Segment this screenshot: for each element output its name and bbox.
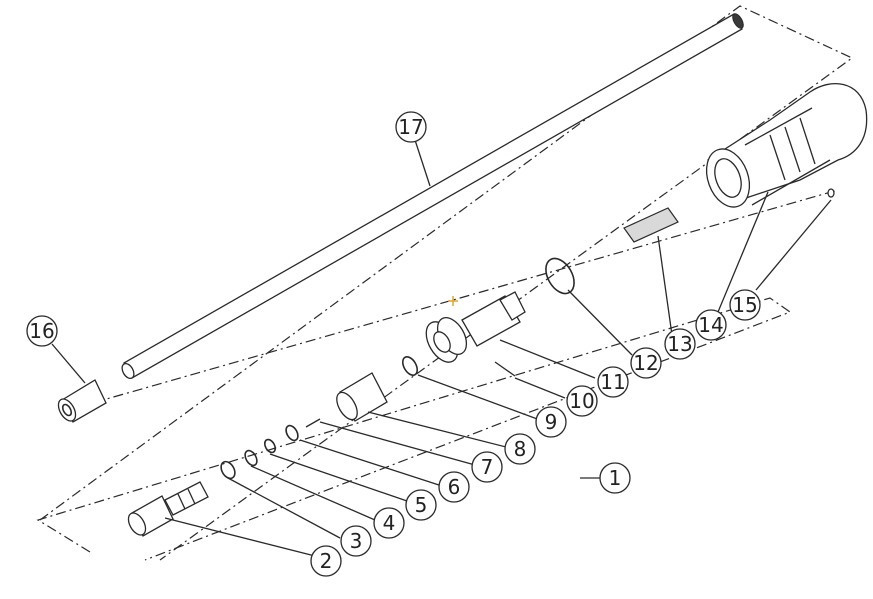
callout-label: 6 xyxy=(448,475,461,499)
plus-marker-icon xyxy=(448,296,458,306)
callout-label: 16 xyxy=(29,319,54,343)
part-12-seal xyxy=(545,257,575,295)
callout-12: 12 xyxy=(630,347,662,379)
callout-label: 3 xyxy=(350,529,363,553)
part-15-screw xyxy=(827,188,835,198)
part-6-ring xyxy=(285,424,299,442)
callout-10: 10 xyxy=(566,385,598,417)
callout-label: 7 xyxy=(481,455,494,479)
callout-label: 15 xyxy=(732,293,757,317)
part-4-ring xyxy=(244,449,258,467)
part-7-pin xyxy=(305,418,321,428)
callout-13: 13 xyxy=(664,328,696,360)
part-11-valve-body xyxy=(425,291,526,363)
part-13-label xyxy=(623,207,679,243)
callout-label: 4 xyxy=(383,511,396,535)
callout-2: 2 xyxy=(310,545,342,577)
callout-11: 11 xyxy=(597,366,629,398)
callout-label: 1 xyxy=(609,466,622,490)
callout-8: 8 xyxy=(504,433,536,465)
assembly-axis xyxy=(74,189,839,409)
leader-lines xyxy=(51,139,832,557)
part-17-tube xyxy=(121,13,744,380)
callout-label: 14 xyxy=(698,313,723,337)
callout-label: 9 xyxy=(545,410,558,434)
callout-label: 17 xyxy=(398,115,423,139)
callout-9: 9 xyxy=(535,406,567,438)
callout-label: 12 xyxy=(633,351,658,375)
part-3-ring xyxy=(220,460,236,480)
callout-6: 6 xyxy=(438,471,470,503)
callout-14: 14 xyxy=(695,309,727,341)
part-10-pin xyxy=(494,361,516,377)
callout-label: 2 xyxy=(320,549,333,573)
callout-4: 4 xyxy=(373,507,405,539)
callout-3: 3 xyxy=(340,525,372,557)
callout-label: 11 xyxy=(600,370,625,394)
part-2-fitting xyxy=(127,481,209,537)
callouts: 1 2 3 4 5 6 7 8 9 10 11 12 13 14 15 16 1… xyxy=(26,111,761,577)
callout-label: 5 xyxy=(415,493,428,517)
callout-7: 7 xyxy=(471,451,503,483)
callout-1: 1 xyxy=(599,462,631,494)
callout-17: 17 xyxy=(395,111,427,143)
part-5-ring xyxy=(263,438,277,454)
callout-label: 10 xyxy=(569,389,594,413)
part-9-ring xyxy=(401,356,419,376)
callout-5: 5 xyxy=(405,489,437,521)
part-8-sleeve xyxy=(336,372,388,422)
callout-15: 15 xyxy=(729,289,761,321)
callout-16: 16 xyxy=(26,315,58,347)
callout-label: 8 xyxy=(514,437,527,461)
part-14-handle xyxy=(705,82,868,208)
callout-label: 13 xyxy=(667,332,692,356)
part-16-fitting xyxy=(57,379,107,423)
